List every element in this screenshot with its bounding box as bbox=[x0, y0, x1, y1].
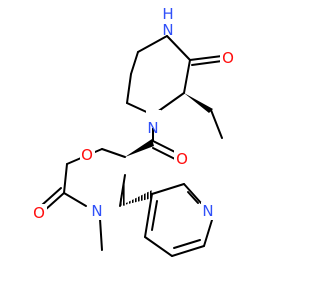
chemical-structure: H N O N O O O N N bbox=[31, 5, 236, 257]
bond bbox=[41, 187, 62, 206]
nh-n: N bbox=[162, 21, 173, 39]
atom-label-layer: H N O N O O O N N bbox=[31, 5, 236, 222]
bond bbox=[151, 200, 158, 231]
pyridine-nitrogen-label: N bbox=[201, 202, 216, 220]
bond bbox=[171, 245, 205, 257]
bond bbox=[126, 73, 132, 104]
bond bbox=[187, 191, 199, 204]
bond bbox=[137, 35, 168, 53]
bond bbox=[99, 218, 103, 251]
bond bbox=[166, 35, 191, 61]
pyridine-nitrogen: N bbox=[202, 202, 213, 220]
nh-label: H N bbox=[161, 5, 175, 39]
bond bbox=[173, 239, 201, 249]
bond bbox=[210, 109, 223, 139]
bond bbox=[189, 55, 223, 61]
bond bbox=[183, 183, 202, 204]
wedge-bond bbox=[184, 93, 213, 113]
methyl-nitrogen: N bbox=[91, 202, 102, 220]
keto-oxygen-label: O bbox=[31, 204, 47, 222]
keto-oxygen: O bbox=[33, 204, 45, 222]
bond bbox=[63, 192, 87, 207]
bond bbox=[144, 193, 153, 238]
bond bbox=[101, 148, 126, 158]
bond bbox=[63, 163, 68, 194]
bond bbox=[203, 219, 213, 247]
diazepane-nitrogen-label: N bbox=[146, 110, 161, 137]
diazepane-nitrogen: N bbox=[147, 119, 158, 137]
bond bbox=[151, 183, 185, 195]
hashed-bond bbox=[120, 190, 153, 206]
bond bbox=[130, 51, 139, 75]
wedge-bond bbox=[125, 139, 154, 157]
lactam-oxygen-label: O bbox=[220, 49, 236, 67]
amide-oxygen: O bbox=[176, 150, 188, 168]
nh-h: H bbox=[162, 5, 173, 23]
hashed-bond bbox=[119, 175, 126, 206]
morpholine-oxygen-label: O bbox=[80, 146, 95, 164]
amide-oxygen-label: O bbox=[174, 150, 190, 168]
bond bbox=[183, 59, 191, 94]
bond bbox=[144, 236, 173, 257]
bond bbox=[44, 192, 65, 211]
morpholine-oxygen: O bbox=[81, 146, 93, 164]
methyl-nitrogen-label: N bbox=[90, 202, 105, 220]
bond bbox=[191, 60, 223, 66]
lactam-oxygen: O bbox=[222, 49, 234, 67]
bond-layer bbox=[41, 35, 223, 257]
